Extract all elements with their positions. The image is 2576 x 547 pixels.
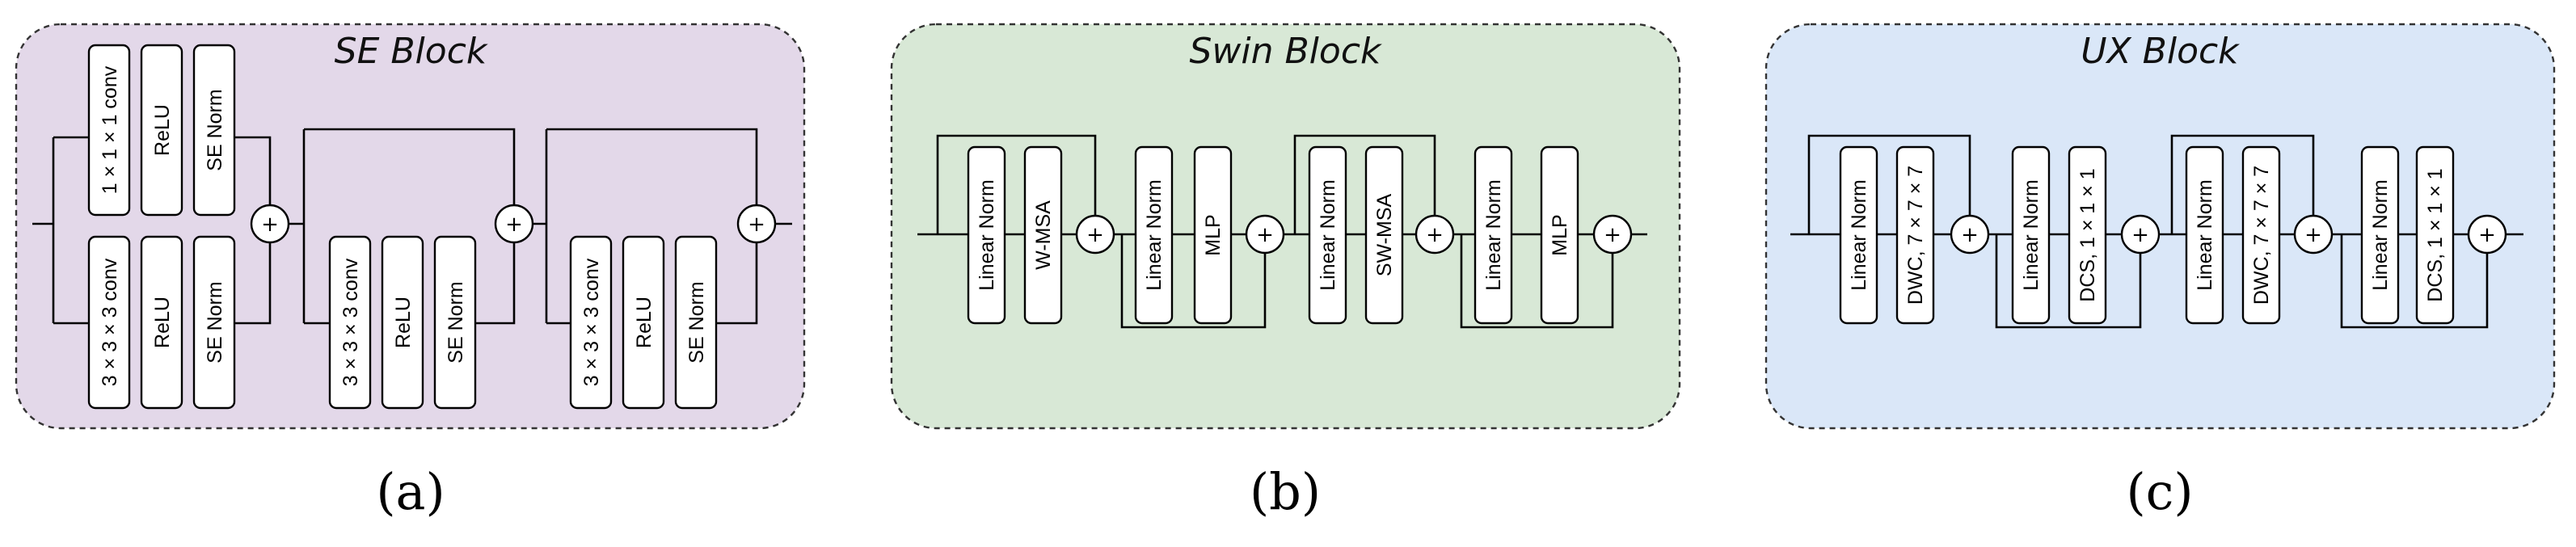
se-norm-block [192, 44, 236, 217]
se-block-wiring [32, 128, 792, 325]
sw-msa-label: SW-MSA [1373, 194, 1396, 277]
mlp-block [1193, 145, 1233, 325]
relu-block [381, 235, 424, 410]
caption-c: (c) [2126, 462, 2193, 521]
relu-block [140, 44, 183, 217]
add-node [2467, 214, 2507, 255]
dcs-1x1x1-block [2068, 145, 2107, 325]
swin-block-title: Swin Block [1189, 31, 1382, 72]
se-norm-label: SE Norm [685, 281, 708, 363]
add-node [2120, 214, 2161, 255]
swin-blocks: Linear Norm W-MSA Linear Norm MLP Linear… [967, 145, 1579, 325]
conv-3x3x3-label: 3 × 3 × 3 conv [99, 258, 121, 386]
add-symbol: + [1086, 223, 1104, 247]
mlp-label: MLP [1549, 214, 1571, 255]
se-branch-top: 1 × 1 × 1 conv ReLU SE Norm [87, 44, 236, 217]
se-norm-label: SE Norm [204, 89, 226, 170]
linear-norm-label: Linear Norm [1848, 179, 1870, 291]
add-node [494, 204, 534, 244]
se-block-2: 3 × 3 × 3 conv ReLU SE Norm [328, 235, 477, 410]
conv-3x3x3-block [328, 235, 372, 410]
linear-norm-label: Linear Norm [2194, 179, 2216, 291]
add-node [1245, 214, 1285, 255]
add-symbol: + [2131, 223, 2149, 247]
add-symbol: + [261, 212, 279, 237]
linear-norm-block [2185, 145, 2224, 325]
add-symbol: + [2304, 223, 2322, 247]
linear-norm-block [2011, 145, 2051, 325]
dcs-1x1x1-block [2415, 145, 2455, 325]
conv-1x1x1-label: 1 × 1 × 1 conv [99, 65, 121, 194]
linear-norm-label: Linear Norm [1482, 179, 1505, 291]
ux-blocks: Linear Norm DWC, 7 × 7 × 7 Linear Norm D… [1839, 145, 2455, 325]
add-node [1414, 214, 1455, 255]
relu-block [140, 235, 183, 410]
add-node [2293, 214, 2334, 255]
linear-norm-block [967, 145, 1006, 325]
dcs-1x1x1-label: DCS, 1 × 1 × 1 [2424, 168, 2447, 301]
mlp-block [1540, 145, 1579, 325]
linear-norm-block [2360, 145, 2400, 325]
add-symbol: + [1426, 223, 1444, 247]
add-node [1592, 214, 1633, 255]
add-symbol: + [1604, 223, 1621, 247]
conv-3x3x3-block [569, 235, 613, 410]
linear-norm-label: Linear Norm [1143, 179, 1166, 291]
mlp-label: MLP [1202, 214, 1225, 255]
relu-label: ReLU [392, 297, 415, 348]
relu-label: ReLU [151, 297, 174, 348]
add-symbol: + [748, 212, 765, 237]
add-node [736, 204, 777, 244]
conv-3x3x3-label: 3 × 3 × 3 conv [580, 258, 603, 386]
add-node [250, 204, 290, 244]
dwc-7x7x7-label: DWC, 7 × 7 × 7 [2250, 166, 2273, 305]
linear-norm-label: Linear Norm [2369, 179, 2392, 291]
se-norm-block [192, 235, 236, 410]
ux-plus-nodes: + + + + [1950, 214, 2507, 255]
w-msa-label: W-MSA [1032, 200, 1055, 270]
linear-norm-label: Linear Norm [2020, 179, 2043, 291]
se-norm-block [433, 235, 477, 410]
ux-block-title: UX Block [2081, 31, 2240, 72]
conv-3x3x3-block [87, 235, 131, 410]
add-symbol: + [1256, 223, 1274, 247]
se-plus-nodes: + + + [250, 204, 777, 244]
se-norm-label: SE Norm [204, 281, 226, 363]
swin-plus-nodes: + + + + [1075, 214, 1633, 255]
linear-norm-label: Linear Norm [1317, 179, 1339, 291]
swin-block-wiring [917, 134, 1647, 329]
w-msa-block [1023, 145, 1063, 325]
dcs-1x1x1-label: DCS, 1 × 1 × 1 [2076, 168, 2099, 301]
ux-block-wiring [1790, 134, 2523, 329]
add-symbol: + [1961, 223, 1979, 247]
relu-block [622, 235, 665, 410]
add-symbol: + [505, 212, 523, 237]
dwc-7x7x7-block [2241, 145, 2281, 325]
se-branch-bottom: 3 × 3 × 3 conv ReLU SE Norm [87, 235, 236, 410]
conv-3x3x3-label: 3 × 3 × 3 conv [339, 258, 362, 386]
linear-norm-label: Linear Norm [976, 179, 998, 291]
add-node [1950, 214, 1990, 255]
dwc-7x7x7-label: DWC, 7 × 7 × 7 [1904, 166, 1927, 305]
relu-label: ReLU [633, 297, 656, 348]
conv-1x1x1-block [87, 44, 131, 217]
caption-b: (b) [1250, 462, 1321, 521]
dwc-7x7x7-block [1895, 145, 1935, 325]
se-norm-label: SE Norm [445, 281, 467, 363]
se-block-title: SE Block [335, 31, 488, 72]
sw-msa-block [1364, 145, 1404, 325]
caption-a: (a) [376, 462, 445, 521]
linear-norm-block [1308, 145, 1347, 325]
linear-norm-block [1474, 145, 1513, 325]
linear-norm-block [1839, 145, 1878, 325]
add-symbol: + [2478, 223, 2496, 247]
add-node [1075, 214, 1115, 255]
se-norm-block [674, 235, 718, 410]
se-block-3: 3 × 3 × 3 conv ReLU SE Norm [569, 235, 718, 410]
relu-label: ReLU [151, 104, 174, 156]
linear-norm-block [1134, 145, 1174, 325]
